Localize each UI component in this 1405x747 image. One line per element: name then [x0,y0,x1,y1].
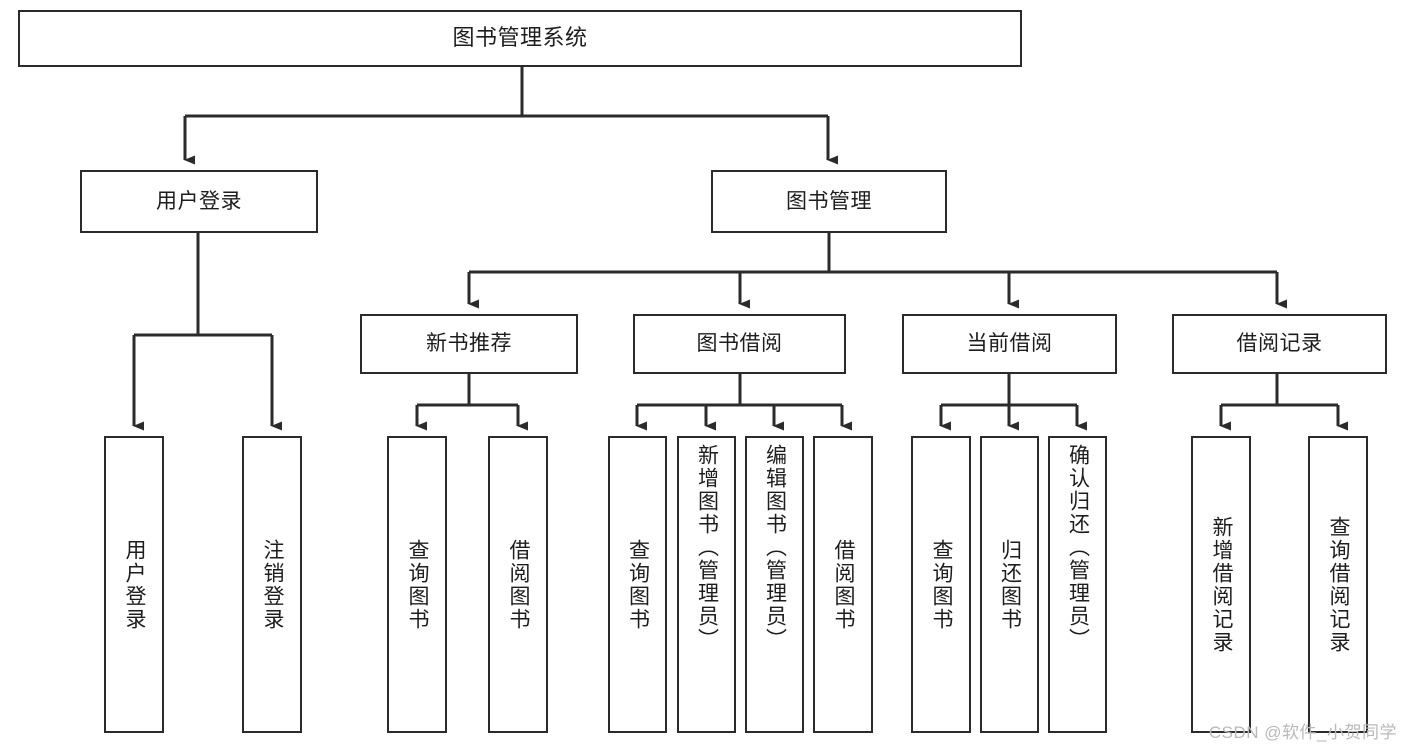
leaf-text-wrap: 查询图书 [406,438,430,731]
csdn-watermark: CSDN @软件_小贺同学 [1208,723,1397,742]
node-current-borrow[interactable]: 当前借阅 [902,314,1117,374]
node-leaf-borrow-book[interactable]: 借阅图书 [813,436,873,733]
leaf-text-wrap: 编辑图书（管理员） [763,438,787,731]
node-leaf-borrow-book-recommend[interactable]: 借阅图书 [488,436,548,733]
node-leaf-user-login-label: 用户登录 [123,538,147,631]
node-leaf-return-book-label: 归还图书 [998,538,1022,631]
node-book-borrow[interactable]: 图书借阅 [633,314,846,374]
node-leaf-query-borrow-record[interactable]: 查询借阅记录 [1308,436,1368,733]
node-current-borrow-label: 当前借阅 [966,332,1053,356]
node-book-manage[interactable]: 图书管理 [711,170,947,233]
leaf-text-wrap: 借阅图书 [507,438,531,731]
node-leaf-edit-book-label: 编辑图书（管理员） [763,444,787,651]
leaf-text-wrap: 归还图书 [998,438,1022,731]
node-root-system[interactable]: 图书管理系统 [18,10,1022,67]
leaf-text-wrap: 查询图书 [930,438,954,731]
leaf-text-wrap: 注销登录 [261,438,285,731]
node-leaf-query-book-recommend-label: 查询图书 [406,538,430,631]
node-leaf-return-book[interactable]: 归还图书 [980,436,1039,733]
node-leaf-borrow-book-recommend-label: 借阅图书 [507,538,531,631]
node-leaf-add-book[interactable]: 新增图书（管理员） [677,436,736,733]
leaf-text-wrap: 查询图书 [626,438,650,731]
node-new-book-recommend[interactable]: 新书推荐 [360,314,578,374]
node-leaf-user-login[interactable]: 用户登录 [104,436,164,733]
node-leaf-add-borrow-record[interactable]: 新增借阅记录 [1191,436,1251,733]
leaf-text-wrap: 查询借阅记录 [1327,438,1351,731]
node-borrow-record[interactable]: 借阅记录 [1172,314,1387,374]
node-leaf-query-borrow-record-label: 查询借阅记录 [1327,515,1351,654]
node-new-book-recommend-label: 新书推荐 [426,332,512,356]
node-user-login[interactable]: 用户登录 [80,170,318,233]
node-leaf-edit-book[interactable]: 编辑图书（管理员） [745,436,804,733]
leaf-text-wrap: 新增借阅记录 [1210,438,1234,731]
node-leaf-query-book-recommend[interactable]: 查询图书 [387,436,447,733]
leaf-text-wrap: 确认归还（管理员） [1066,438,1090,731]
node-leaf-query-book-borrow[interactable]: 查询图书 [608,436,667,733]
node-leaf-add-borrow-record-label: 新增借阅记录 [1210,515,1234,654]
node-leaf-logout-login-label: 注销登录 [261,538,285,631]
node-book-borrow-label: 图书借阅 [696,332,783,356]
node-leaf-borrow-book-label: 借阅图书 [832,538,856,631]
node-leaf-confirm-return[interactable]: 确认归还（管理员） [1048,436,1107,733]
node-borrow-record-label: 借阅记录 [1236,332,1323,356]
node-leaf-query-book-current[interactable]: 查询图书 [911,436,971,733]
node-leaf-confirm-return-label: 确认归还（管理员） [1066,444,1090,651]
node-leaf-add-book-label: 新增图书（管理员） [695,444,719,651]
leaf-text-wrap: 借阅图书 [832,438,856,731]
leaf-text-wrap: 新增图书（管理员） [695,438,719,731]
node-leaf-query-book-borrow-label: 查询图书 [626,538,650,631]
node-leaf-logout-login[interactable]: 注销登录 [242,436,302,733]
node-book-manage-label: 图书管理 [786,189,872,213]
node-leaf-query-book-current-label: 查询图书 [930,538,954,631]
node-root-system-label: 图书管理系统 [452,25,588,51]
leaf-text-wrap: 用户登录 [123,438,147,731]
node-user-login-label: 用户登录 [156,189,242,213]
